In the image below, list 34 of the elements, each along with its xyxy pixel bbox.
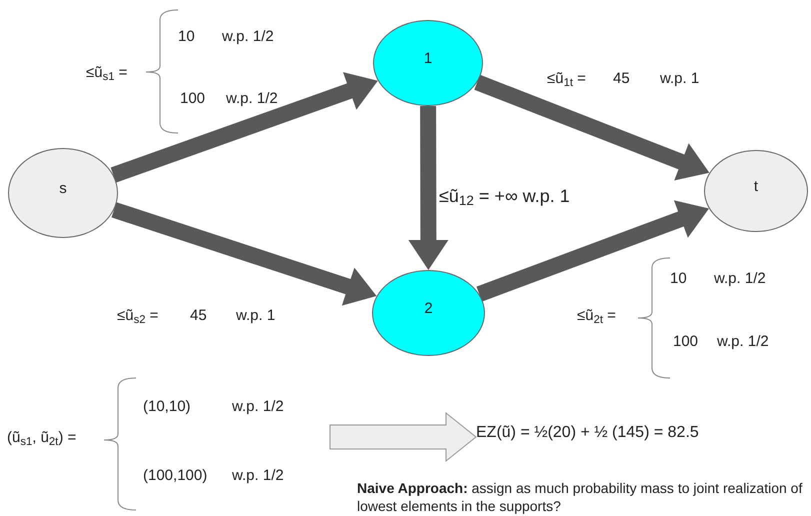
value-label: 100	[673, 333, 698, 352]
arrow	[474, 74, 710, 180]
node-ellipse: 2	[372, 270, 485, 356]
math-label: (ũ$_{s1}$, ũ$_{2t}$) =	[7, 429, 76, 448]
probability-label: w.p. 1/2	[226, 90, 278, 109]
probability-label: w.p. 1/2	[232, 398, 284, 417]
math-label: ≤ũ$_{s1}$ =	[86, 64, 128, 83]
node-ellipse: t	[704, 150, 808, 232]
value-label: 45	[190, 307, 207, 326]
arrow	[110, 72, 378, 183]
math-label: ≤ũ$_{12}$ = +∞ w.p. 1	[439, 185, 570, 208]
value-label: (100,100)	[143, 467, 208, 486]
equation-text: EZ(ũ) = ½(20) + ½ (145) = 82.5	[476, 424, 766, 450]
probability-label: w.p. 1	[660, 70, 700, 89]
probability-label: w.p. 1/2	[714, 270, 766, 289]
block-arrow	[330, 412, 477, 462]
math-label: ≤ũ$_{1t}$ =	[547, 70, 586, 89]
value-label: 45	[613, 70, 630, 89]
value-label: 10	[178, 28, 195, 47]
arrow	[408, 106, 448, 270]
probability-label: w.p. 1/2	[222, 28, 274, 47]
arrow	[112, 202, 377, 306]
value-label: 100	[180, 90, 206, 109]
math-label: ≤ũ$_{2t}$ =	[577, 307, 616, 326]
value-label: 10	[670, 270, 687, 289]
value-label: (10,10)	[143, 398, 191, 417]
probability-label: w.p. 1/2	[232, 467, 284, 486]
note-text: Naive Approach: assign as much probability mass to joint realization of lowest elements in the supports?	[357, 479, 804, 515]
node-ellipse: s	[8, 148, 118, 238]
probability-label: w.p. 1	[236, 307, 276, 326]
arrow	[476, 200, 709, 302]
math-label: ≤ũ$_{s2}$ =	[117, 307, 158, 326]
probability-label: w.p. 1/2	[717, 333, 769, 352]
node-ellipse: 1	[373, 20, 483, 106]
